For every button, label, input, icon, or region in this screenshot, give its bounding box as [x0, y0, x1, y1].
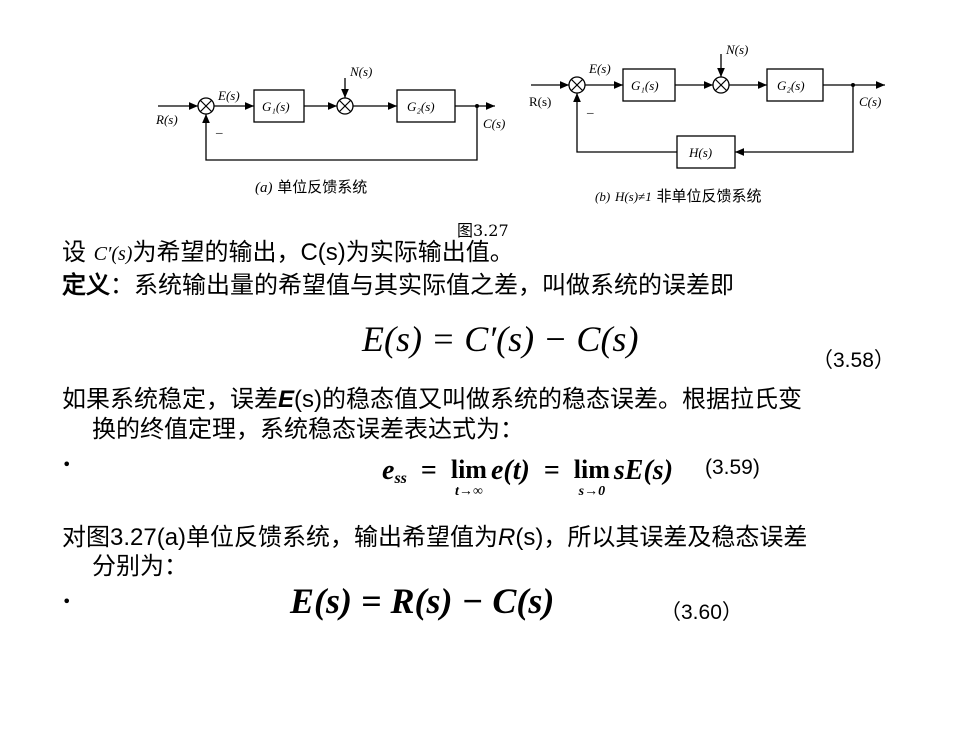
figure-label: 图3.27 [457, 221, 509, 240]
line-1-suffix: 为实际输出值。 [345, 238, 514, 266]
diagram-b-output: C(s) [859, 94, 881, 109]
diagram-b-input: R(s) [529, 94, 551, 109]
definition-label: 定义 [62, 272, 110, 299]
lim-1-sub: t→∞ [454, 484, 483, 499]
diagram-b-minus: _ [586, 100, 594, 115]
r-symbol: R [498, 524, 516, 551]
diagram-a-g2: G₂(s) [407, 99, 435, 114]
diagram-b-noise: N(s) [725, 42, 748, 57]
paragraph-3-text-c: ，所以其误差及稳态误差 [543, 523, 808, 551]
lim-2-sub: s→0 [578, 484, 606, 499]
diagram-a-caption: 单位反馈系统 [277, 179, 368, 196]
line-1-prefix: 设 [62, 238, 86, 266]
e-arg: (s) [294, 386, 322, 413]
paragraph-2-line-1: 如果系统稳定，误差E(s)的稳态值又叫做系统的稳态误差。根据拉氏变 [62, 384, 802, 415]
limit-1: lim t→∞ [451, 455, 487, 499]
lim-2: lim [573, 455, 610, 484]
equation-3-58: E(s) = C′(s) − C(s) [362, 319, 639, 359]
paragraph-2-text-b: 的稳态值又叫做系统的稳态误差。根据拉氏变 [322, 385, 802, 413]
diagram-b-g2: G₂(s) [777, 78, 805, 93]
diagram-a-input: R(s) [155, 112, 178, 127]
paragraph-3-text-b: 单位反馈系统，输出希望值为 [186, 523, 499, 551]
diagram-a-caption-row: (a) 单位反馈系统 [255, 176, 367, 197]
definition-line: 定义：系统输出量的希望值与其实际值之差，叫做系统的误差即 [62, 270, 734, 301]
block-diagram-a: R(s) E(s) _ G₁(s) N(s) G₂(s) C(s) [155, 64, 505, 161]
definition-colon: ： [110, 271, 134, 299]
r-arg: (s) [515, 524, 544, 551]
equation-3-60: E(s) = R(s) − C(s) [290, 581, 555, 621]
diagram-a-error: E(s) [217, 88, 240, 103]
et-term: e(t) [490, 455, 530, 486]
line-1: 设 C′(s)为希望的输出，C(s)为实际输出值。 [62, 237, 514, 269]
definition-text: 系统输出量的希望值与其实际值之差，叫做系统的误差即 [134, 271, 734, 299]
diagram-b-feedback: H(s) [688, 145, 712, 160]
bullet-2: • [62, 592, 72, 611]
cs-symbol: C(s) [300, 239, 346, 266]
paragraph-3-line-2: 分别为： [92, 552, 188, 580]
e-symbol: E [278, 386, 295, 413]
ess-sub: ss [394, 470, 407, 488]
limit-2: lim s→0 [574, 455, 610, 499]
diagram-b-g1: G₁(s) [631, 78, 659, 93]
diagram-b-error: E(s) [588, 61, 611, 76]
diagram-b-caption-cond: H(s)≠1 [614, 189, 652, 204]
equation-3-59-number: (3.59) [705, 456, 760, 479]
paragraph-3-line-1: 对图3.27(a)单位反馈系统，输出希望值为R(s)，所以其误差及稳态误差 [62, 522, 807, 553]
paragraph-3-text-a: 对图 [62, 523, 110, 551]
diagram-a-noise: N(s) [349, 64, 372, 79]
paragraph-2-text-a: 如果系统稳定，误差 [62, 385, 278, 413]
diagram-a-minus: _ [215, 120, 223, 135]
diagram-a-output: C(s) [483, 116, 505, 131]
figure-ref: 3.27(a) [110, 524, 187, 551]
diagram-a-g1: G₁(s) [262, 99, 290, 114]
eq-sign-1: = [420, 455, 437, 486]
eq-sign-2: = [543, 455, 560, 486]
diagram-b-caption-tag: (b) [595, 189, 611, 204]
block-diagram-b: R(s) E(s) _ G₁(s) N(s) G₂(s) C(s) H(s) [529, 42, 885, 169]
sEs-term: sE(s) [613, 455, 674, 486]
equation-3-58-number: （3.58） [812, 349, 895, 372]
ess-symbol: e [382, 455, 395, 486]
c-prime-symbol: C′(s) [93, 243, 133, 265]
line-1-mid: 为希望的输出， [132, 238, 301, 266]
bullet-1: • [62, 455, 72, 474]
equation-3-59: ess = lim t→∞ e(t) = lim s→0 sE(s) [382, 455, 673, 499]
equation-3-60-number: （3.60） [660, 601, 743, 624]
lim-1: lim [450, 455, 487, 484]
diagram-b-caption: 非单位反馈系统 [656, 188, 762, 205]
diagram-b-caption-row: (b) H(s)≠1 非单位反馈系统 [595, 185, 762, 206]
diagram-a-caption-tag: (a) [255, 180, 273, 196]
paragraph-2-line-2: 换的终值定理，系统稳态误差表达式为： [92, 415, 524, 443]
